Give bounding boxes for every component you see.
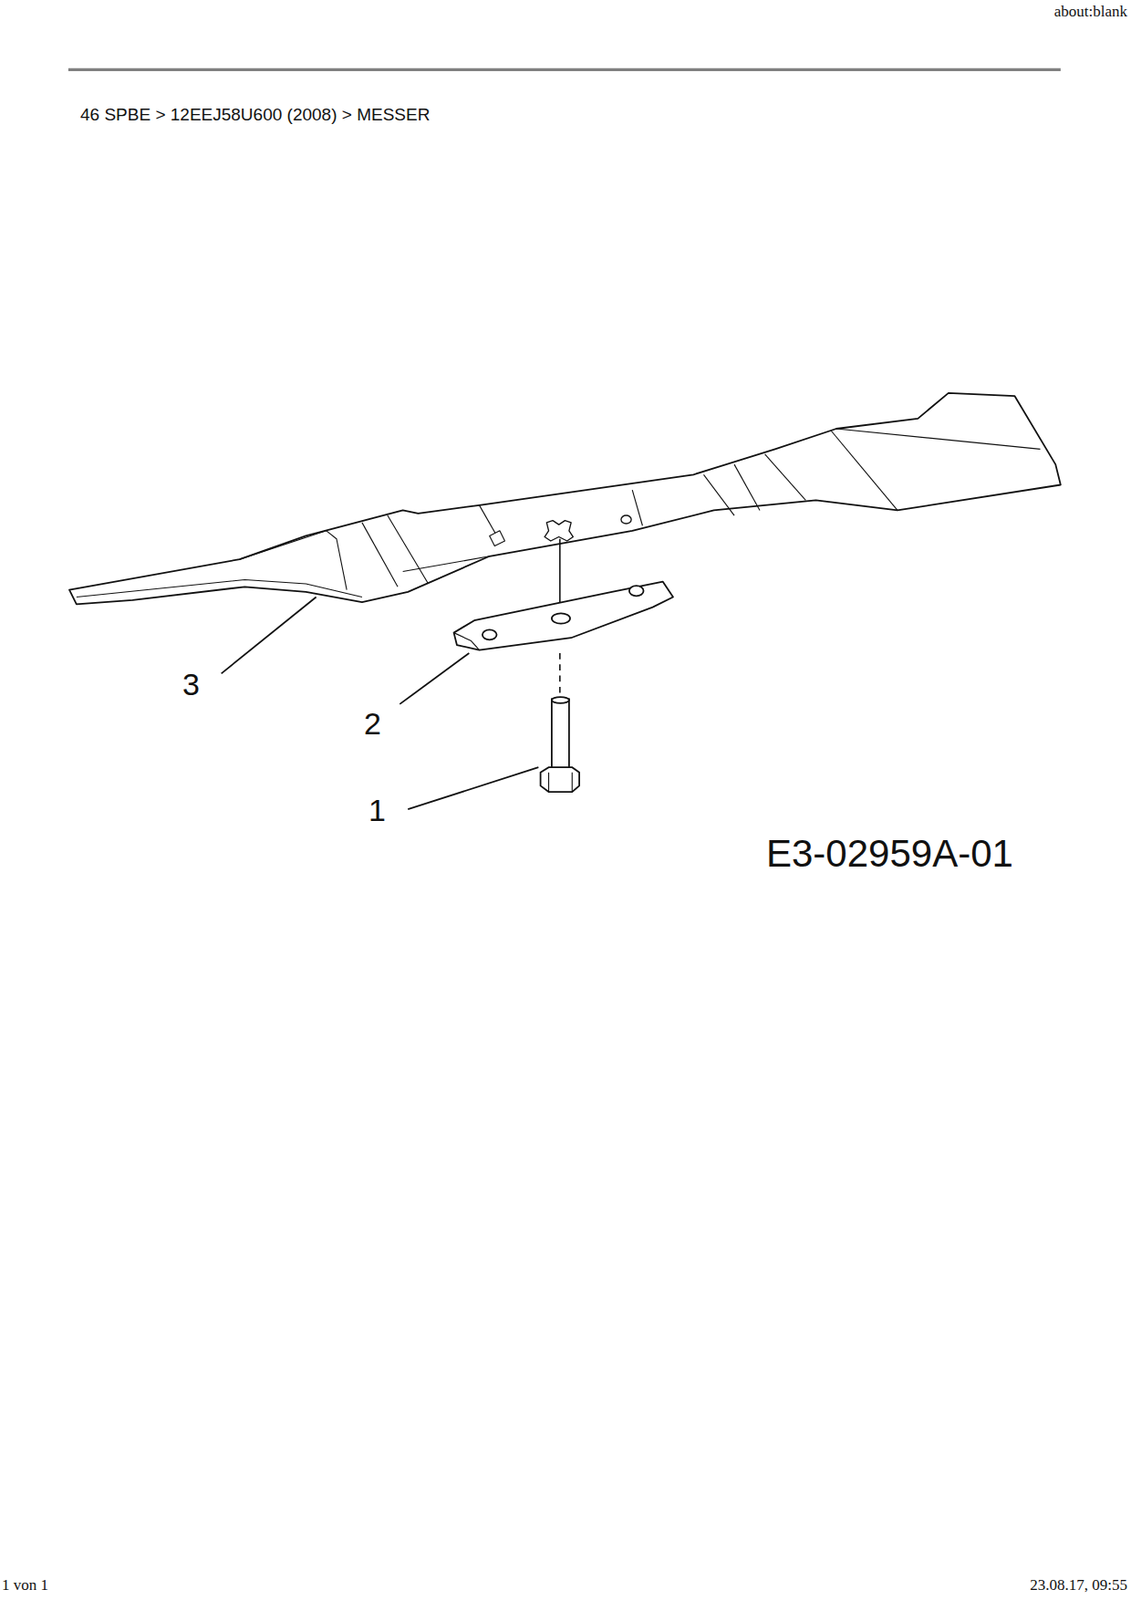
- header-rule: [68, 68, 1061, 72]
- blade-adapter: [454, 581, 674, 651]
- assembly-axis: [559, 539, 561, 611]
- drawing-number: E3-02959A-01: [766, 831, 1014, 876]
- browser-header: about:blank: [1054, 2, 1128, 21]
- blade-bolt: [540, 696, 580, 792]
- callout-number: 3: [182, 666, 200, 703]
- mower-blade: [69, 393, 1061, 604]
- print-timestamp: 23.08.17, 09:55: [1029, 1576, 1128, 1595]
- callout-number: 2: [363, 705, 382, 742]
- breadcrumb-title: 46 SPBE > 12EEJ58U600 (2008) > MESSER: [80, 104, 430, 125]
- callout-number: 1: [368, 792, 386, 829]
- assembly-axis: [559, 653, 561, 695]
- page-count: 1 von 1: [1, 1576, 49, 1595]
- leader-line: [221, 596, 540, 810]
